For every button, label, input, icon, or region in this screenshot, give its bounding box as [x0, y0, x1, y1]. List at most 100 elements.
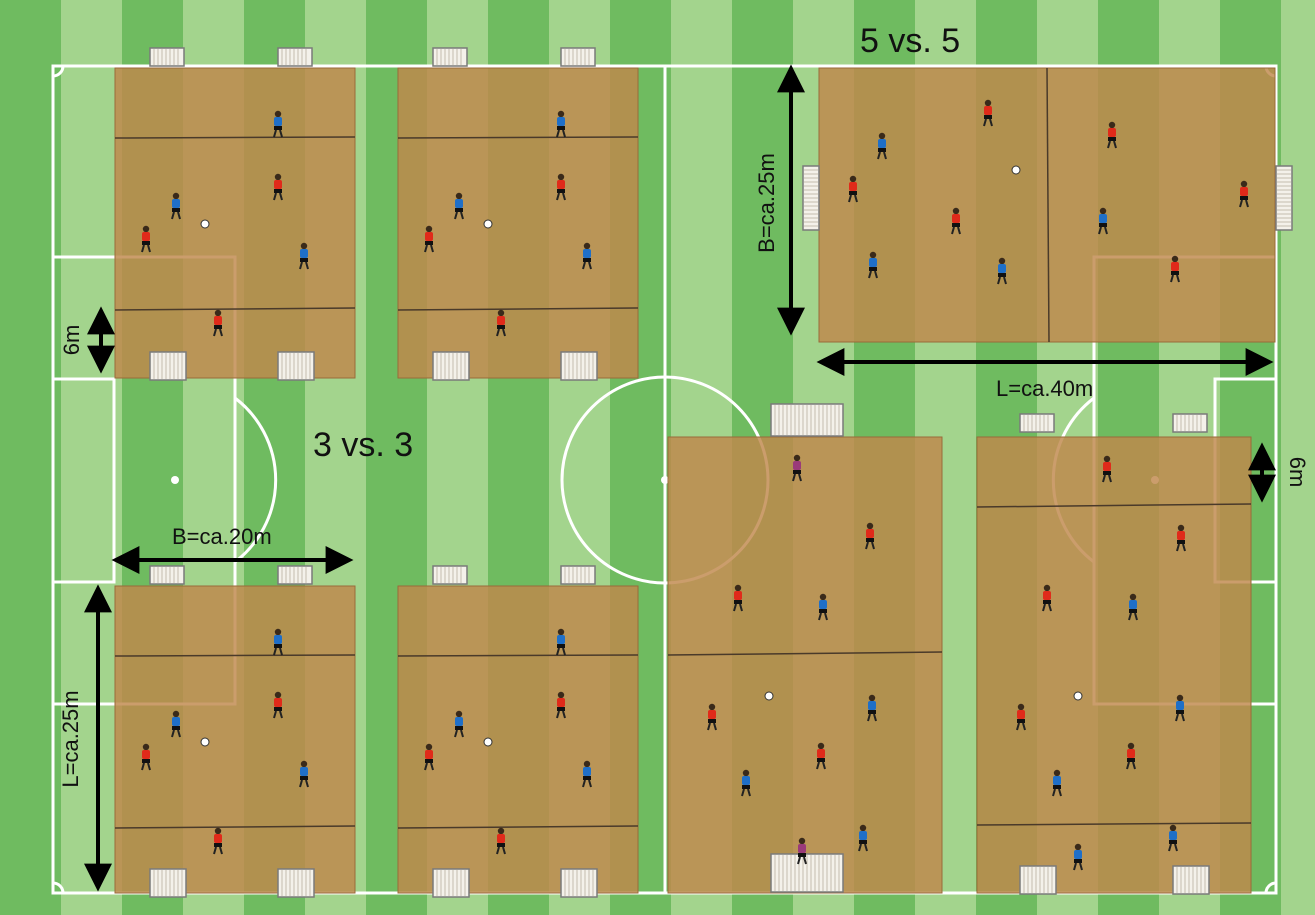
goal-frame — [278, 869, 314, 897]
goal — [561, 352, 597, 380]
ball-shape — [201, 220, 209, 228]
player-shorts — [708, 719, 716, 723]
player-shorts — [214, 843, 222, 847]
player-shirt — [798, 844, 806, 853]
player-shirt — [1053, 776, 1061, 785]
player-shorts — [583, 776, 591, 780]
small-field-top-mid — [398, 68, 638, 378]
player-shirt — [497, 834, 505, 843]
player-head — [1170, 825, 1176, 831]
player-head — [1109, 122, 1115, 128]
player-head — [1075, 844, 1081, 850]
player-head — [173, 193, 179, 199]
goal-frame — [561, 869, 597, 897]
ball — [201, 220, 209, 228]
label-zone-left: 6m — [59, 320, 85, 360]
player-head — [584, 761, 590, 767]
goal-frame — [561, 352, 597, 380]
goal-frame — [1173, 414, 1207, 432]
player-head — [818, 743, 824, 749]
player-shorts — [1171, 271, 1179, 275]
goal-frame — [1020, 866, 1056, 894]
player-head — [1044, 585, 1050, 591]
player-shorts — [1127, 758, 1135, 762]
ball-shape — [484, 738, 492, 746]
goal — [1020, 866, 1056, 894]
player-shorts — [497, 843, 505, 847]
player-shorts — [868, 710, 876, 714]
field-divider-line — [115, 137, 355, 138]
goal — [561, 869, 597, 897]
ball-shape — [765, 692, 773, 700]
player-shorts — [866, 538, 874, 542]
player-shorts — [455, 726, 463, 730]
player-shorts — [984, 115, 992, 119]
goal-frame — [150, 352, 186, 380]
goal-frame — [1020, 414, 1054, 432]
player-shorts — [557, 189, 565, 193]
player-shirt — [1043, 591, 1051, 600]
goal — [433, 869, 469, 897]
player-shorts — [274, 126, 282, 130]
player-head — [498, 310, 504, 316]
player-head — [709, 704, 715, 710]
player-head — [1178, 525, 1184, 531]
goal-frame — [561, 566, 595, 584]
player-shorts — [1099, 223, 1107, 227]
goal — [150, 566, 184, 584]
goal — [1276, 166, 1292, 230]
ball-shape — [201, 738, 209, 746]
player-shirt — [142, 232, 150, 241]
player-shorts — [557, 707, 565, 711]
player-head — [1172, 256, 1178, 262]
goal — [1173, 414, 1207, 432]
player-shirt — [214, 316, 222, 325]
player-shirt — [793, 461, 801, 470]
player-head — [558, 629, 564, 635]
player-head — [275, 174, 281, 180]
player-shorts — [274, 707, 282, 711]
player-shirt — [859, 831, 867, 840]
player-shirt — [866, 529, 874, 538]
player-shirt — [742, 776, 750, 785]
label-small-width: B=ca.20m — [172, 524, 272, 550]
player-shirt — [1171, 262, 1179, 271]
player-shorts — [849, 191, 857, 195]
player-shorts — [1108, 137, 1116, 141]
player-head — [1100, 208, 1106, 214]
player-shirt — [455, 199, 463, 208]
player-head — [143, 744, 149, 750]
player-shorts — [425, 759, 433, 763]
player-head — [1128, 743, 1134, 749]
player-shirt — [455, 717, 463, 726]
player-shirt — [274, 698, 282, 707]
player-head — [820, 594, 826, 600]
goal — [278, 48, 312, 66]
player-shorts — [1017, 719, 1025, 723]
ball — [765, 692, 773, 700]
player-shirt — [172, 717, 180, 726]
player-head — [1018, 704, 1024, 710]
label-large-width: B=ca.25m — [754, 143, 780, 263]
player-head — [1130, 594, 1136, 600]
player-shorts — [142, 241, 150, 245]
goal — [150, 352, 186, 380]
player-shirt — [1103, 462, 1111, 471]
player-shirt — [868, 701, 876, 710]
player-shirt — [1240, 187, 1248, 196]
player-shirt — [425, 232, 433, 241]
small-field-top-left — [115, 68, 355, 378]
player-shorts — [300, 776, 308, 780]
player-head — [1054, 770, 1060, 776]
player-head — [794, 455, 800, 461]
player-head — [275, 111, 281, 117]
player-shorts — [557, 126, 565, 130]
player-shorts — [274, 644, 282, 648]
player-shorts — [214, 325, 222, 329]
goal — [433, 352, 469, 380]
player-shirt — [819, 600, 827, 609]
player-head — [953, 208, 959, 214]
player-shirt — [1169, 831, 1177, 840]
player-shirt — [878, 139, 886, 148]
player-shirt — [1127, 749, 1135, 758]
